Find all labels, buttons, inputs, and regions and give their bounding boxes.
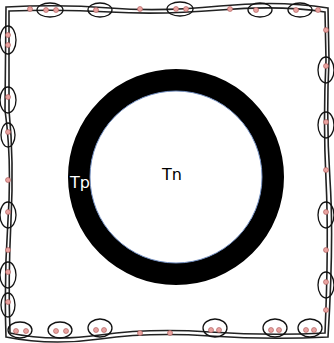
node-label: Tp — [70, 175, 90, 191]
circle-outline — [90, 91, 262, 263]
inner-circle: Tn — [90, 91, 262, 263]
frame-lines — [5, 3, 332, 342]
node-label: Tn — [162, 167, 182, 183]
ring-band: Tp Tn — [68, 69, 284, 285]
ring-outline — [79, 80, 273, 274]
frame-dots — [6, 7, 329, 336]
frame-loops — [0, 2, 334, 338]
